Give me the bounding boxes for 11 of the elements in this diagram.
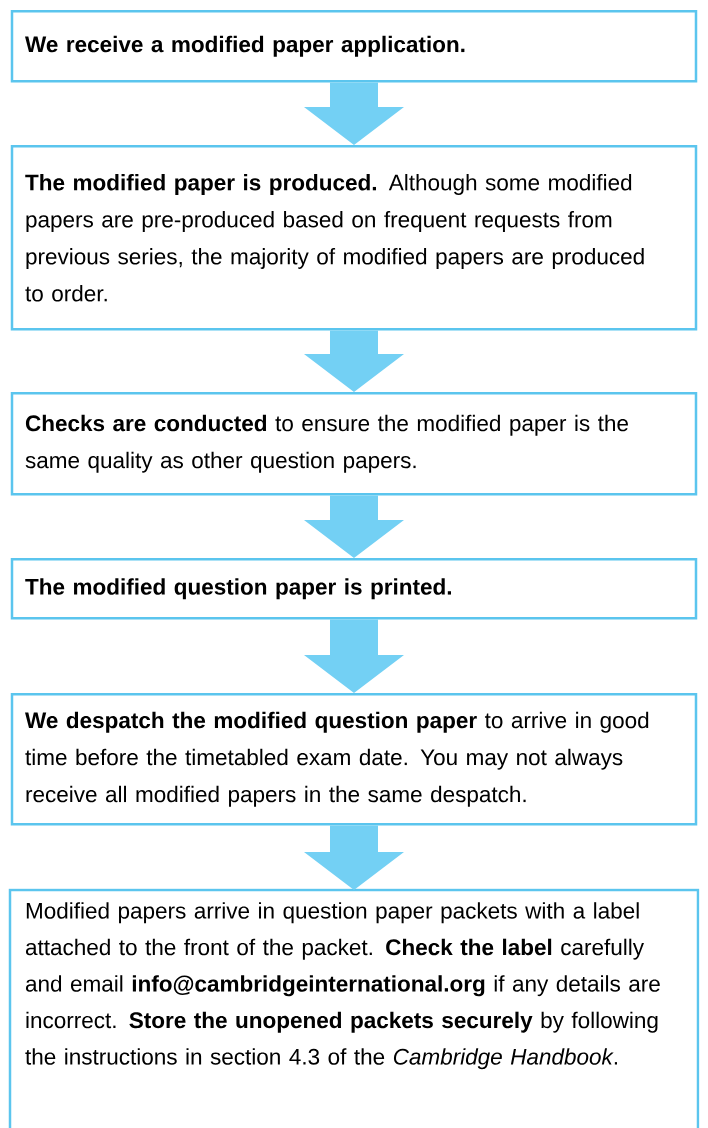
process-box: Modified papers arrive in question paper packets with a label attached to the front of the packet. Check the label carefully and email info@cambridgeinternational.org if any details are incorrect. Store the unopened packets securely by following the instructions in section 4.3 of the Cambridge Handbook. [8, 888, 700, 1128]
arrow [304, 619, 404, 693]
process-box: We despatch the modified question paper to arrive in good time before the timetabled exam date. You may not always receive all modified papers in the same despatch. [10, 693, 698, 826]
arrow [304, 82, 404, 145]
process-box: The modified question paper is printed. [10, 558, 698, 620]
process-box: We receive a modified paper application. [10, 10, 698, 83]
arrow [304, 825, 404, 890]
arrow [304, 330, 404, 392]
arrow [304, 495, 404, 558]
process-box: Checks are conducted to ensure the modified paper is the same quality as other question papers. [10, 392, 698, 496]
process-box: The modified paper is produced. Although some modified papers are pre-produced based on frequent requests from previous series, the majority of modified papers are produced to order. [10, 145, 698, 331]
